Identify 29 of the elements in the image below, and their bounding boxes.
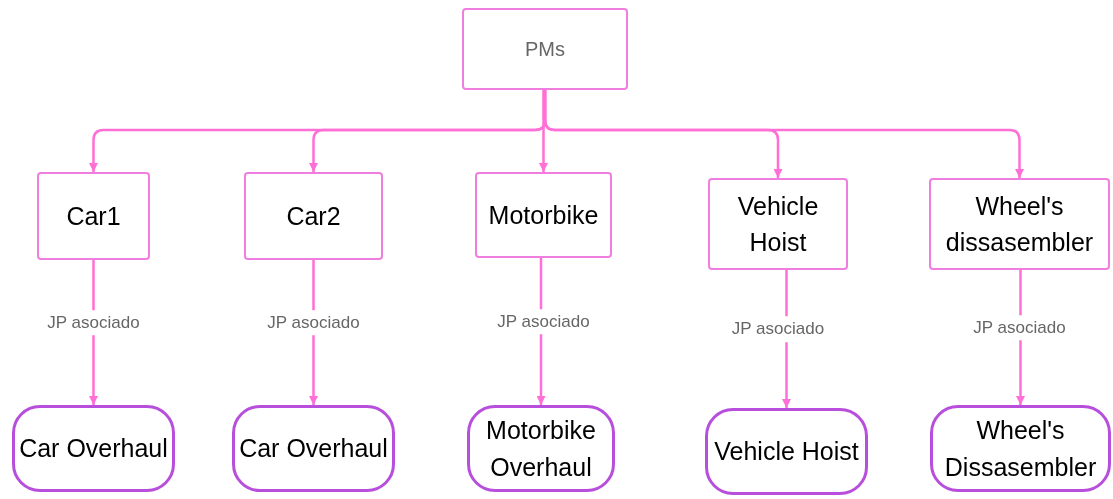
- edge-label: JP asociado: [729, 316, 827, 342]
- node-text: Motorbike Overhaul: [485, 415, 597, 483]
- arrow: [539, 90, 548, 172]
- node-text: Car2: [286, 200, 341, 232]
- process-box: [244, 172, 383, 260]
- edge-label: JP asociado: [265, 309, 362, 336]
- node-text: Car Overhaul: [239, 433, 388, 465]
- rounded-process-box: [930, 405, 1111, 492]
- process-box: [462, 8, 628, 90]
- rounded-process-box: [705, 408, 868, 495]
- edge-label: JP asociado: [495, 308, 592, 335]
- edge-label: JP asociado: [971, 314, 1068, 341]
- node-text: Car1: [66, 200, 121, 232]
- node-text: Car Overhaul: [19, 433, 168, 465]
- node-text: Vehicle Hoist: [714, 436, 859, 468]
- process-box: [708, 178, 848, 270]
- process-box: [37, 172, 150, 260]
- arrow: [543, 90, 1024, 178]
- node-text: Motorbike: [488, 199, 599, 231]
- rounded-process-box: [467, 405, 615, 492]
- rounded-process-box: [12, 405, 175, 492]
- node-text: PMs: [525, 37, 565, 62]
- process-box: [475, 172, 612, 258]
- edge-label: JP asociado: [45, 309, 142, 336]
- node-text: Wheel's dissasembler: [944, 190, 1095, 258]
- rounded-process-box: [232, 405, 395, 492]
- node-text: Vehicle Hoist: [736, 190, 820, 258]
- node-text: Wheel's Dissasembler: [943, 415, 1098, 483]
- process-box: [929, 178, 1110, 270]
